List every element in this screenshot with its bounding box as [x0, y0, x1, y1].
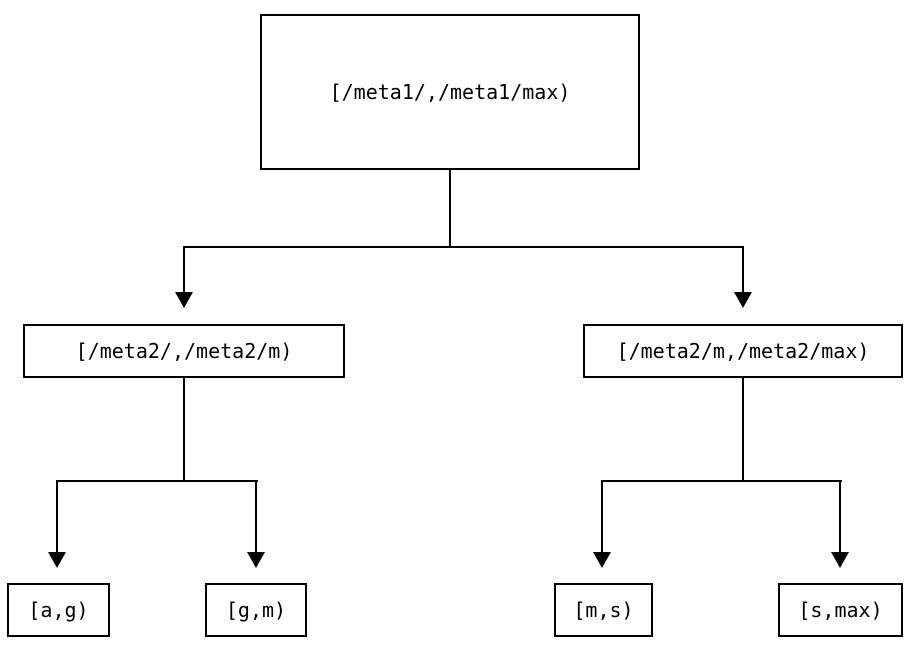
node-leaf-smax: [s,max) — [778, 583, 903, 637]
edge-root-to-right-drop — [742, 246, 744, 292]
arrowhead-down-icon — [734, 292, 752, 308]
node-root-label: [/meta1/,/meta1/max) — [329, 80, 571, 104]
node-leaf-ms-label: [m,s) — [573, 598, 634, 622]
edge-root-crossbar — [183, 246, 744, 248]
node-root: [/meta1/,/meta1/max) — [260, 14, 640, 170]
edge-root-to-left-drop — [183, 246, 185, 292]
node-leaf-ag-label: [a,g) — [28, 598, 89, 622]
node-leaf-gm: [g,m) — [205, 583, 307, 637]
edge-root-stem — [449, 170, 451, 247]
arrowhead-down-icon — [175, 292, 193, 308]
edge-left-to-gm-drop — [255, 480, 257, 552]
node-leaf-ag: [a,g) — [7, 583, 110, 637]
arrowhead-down-icon — [831, 552, 849, 568]
node-leaf-gm-label: [g,m) — [225, 598, 287, 622]
arrowhead-down-icon — [247, 552, 265, 568]
node-right-child: [/meta2/m,/meta2/max) — [583, 324, 903, 378]
edge-right-crossbar — [601, 480, 842, 482]
edge-right-to-ms-drop — [601, 480, 603, 552]
node-leaf-smax-label: [s,max) — [798, 598, 883, 622]
edge-left-stem — [183, 378, 185, 482]
edge-left-crossbar — [56, 480, 258, 482]
node-left-child: [/meta2/,/meta2/m) — [23, 324, 345, 378]
node-right-child-label: [/meta2/m,/meta2/max) — [616, 339, 870, 363]
edge-right-to-smax-drop — [839, 480, 841, 552]
arrowhead-down-icon — [48, 552, 66, 568]
node-leaf-ms: [m,s) — [554, 583, 653, 637]
edge-right-stem — [742, 378, 744, 482]
edge-left-to-ag-drop — [56, 480, 58, 552]
node-left-child-label: [/meta2/,/meta2/m) — [75, 339, 293, 363]
arrowhead-down-icon — [593, 552, 611, 568]
